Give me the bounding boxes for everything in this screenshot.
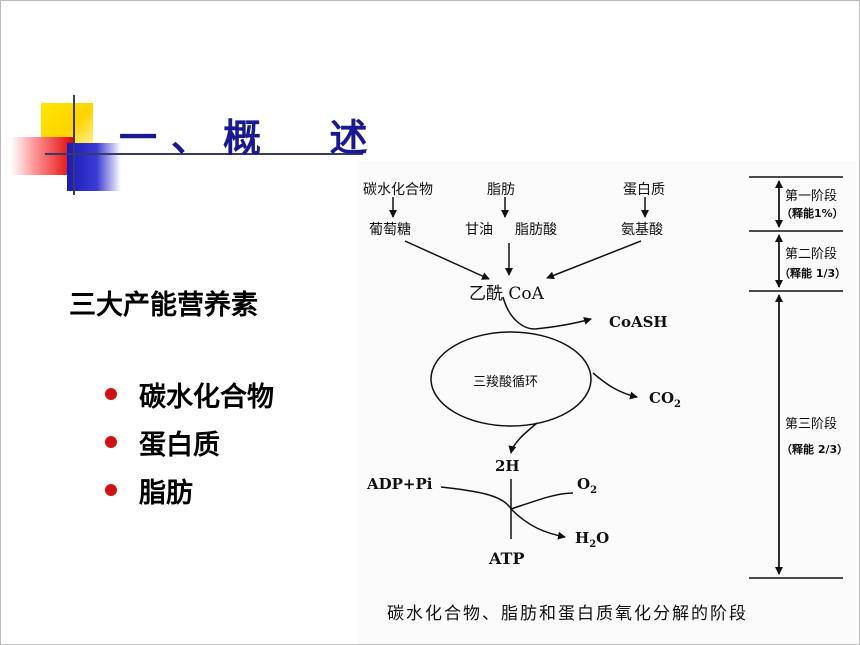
tca-cycle-label: 三羧酸循环 [473, 375, 539, 390]
path-o2 [510, 492, 574, 510]
metabolism-diagram: 碳水化合物 脂肪 蛋白质 葡萄糖 甘油 脂肪酸 氨基酸 乙酰 CoA CoASH… [357, 161, 857, 644]
intermediate-glycerol: 甘油 [465, 222, 493, 238]
bullet-list: 碳水化合物 蛋白质 脂肪 [105, 370, 274, 514]
source-protein: 蛋白质 [623, 182, 665, 198]
stage3-note: （释能 2/3） [781, 443, 849, 456]
bullet-text: 脂肪 [139, 477, 193, 509]
stage1-note: （释能1%） [781, 207, 844, 220]
stage2-label: 第二阶段 [785, 247, 838, 262]
h2o-h-text: H [575, 529, 590, 547]
bullet-dot-icon [105, 436, 117, 448]
o2-text: O [577, 475, 591, 493]
intermediate-glucose: 葡萄糖 [369, 222, 411, 238]
co2-text: CO [649, 389, 675, 407]
stage3-label: 第三阶段 [785, 417, 838, 432]
blue-square-decoration [67, 143, 121, 191]
h2o-label: H2O [575, 529, 609, 550]
adp-pi-label: ADP+Pi [367, 475, 433, 493]
arrow-co2 [592, 372, 638, 400]
diagram-arrows [389, 176, 843, 579]
co2-label: CO2 [649, 389, 681, 410]
subtitle: 三大产能营养素 [69, 290, 258, 321]
path-acetylcoa-cycle [502, 296, 536, 330]
arrow-2h [508, 422, 538, 454]
arrow-coash [534, 317, 592, 330]
o2-label: O2 [577, 475, 597, 496]
source-carbohydrate: 碳水化合物 [363, 182, 433, 198]
arrow-glucose-acetylcoa [404, 240, 490, 280]
co2-subscript: 2 [674, 399, 681, 410]
slide-title: 一、概 述 [119, 115, 382, 160]
bullet-item: 蛋白质 [105, 418, 274, 466]
path-adp [440, 486, 512, 510]
h2o-subscript: 2 [589, 539, 597, 550]
bullet-text: 碳水化合物 [139, 381, 274, 413]
stage1-label: 第一阶段 [785, 189, 838, 204]
o2-subscript: 2 [590, 485, 598, 496]
bullet-item: 脂肪 [105, 466, 274, 514]
bullet-dot-icon [105, 484, 117, 496]
red-gradient-decoration [11, 137, 75, 175]
arrow-h2o [510, 508, 566, 540]
intermediate-fatty-acid: 脂肪酸 [515, 222, 557, 238]
coash-label: CoASH [609, 313, 668, 331]
atp-label: ATP [489, 549, 525, 568]
horizontal-rule [45, 153, 363, 155]
figure-caption: 碳水化合物、脂肪和蛋白质氧化分解的阶段 [387, 604, 748, 624]
intermediate-amino-acid: 氨基酸 [621, 222, 663, 238]
tca-cycle-ellipse [430, 331, 592, 427]
bullet-item: 碳水化合物 [105, 370, 274, 418]
arrow-aminoacid-acetylcoa [546, 240, 642, 280]
bullet-text: 蛋白质 [139, 429, 220, 461]
vertical-rule [73, 95, 75, 195]
acetyl-coa-label: 乙酰 CoA [469, 284, 544, 304]
stage2-note: （释能 1/3） [779, 267, 847, 280]
bullet-dot-icon [105, 388, 117, 400]
h2o-o-text: O [596, 529, 610, 547]
source-fat: 脂肪 [487, 182, 515, 198]
two-h-label: 2H [495, 457, 520, 475]
